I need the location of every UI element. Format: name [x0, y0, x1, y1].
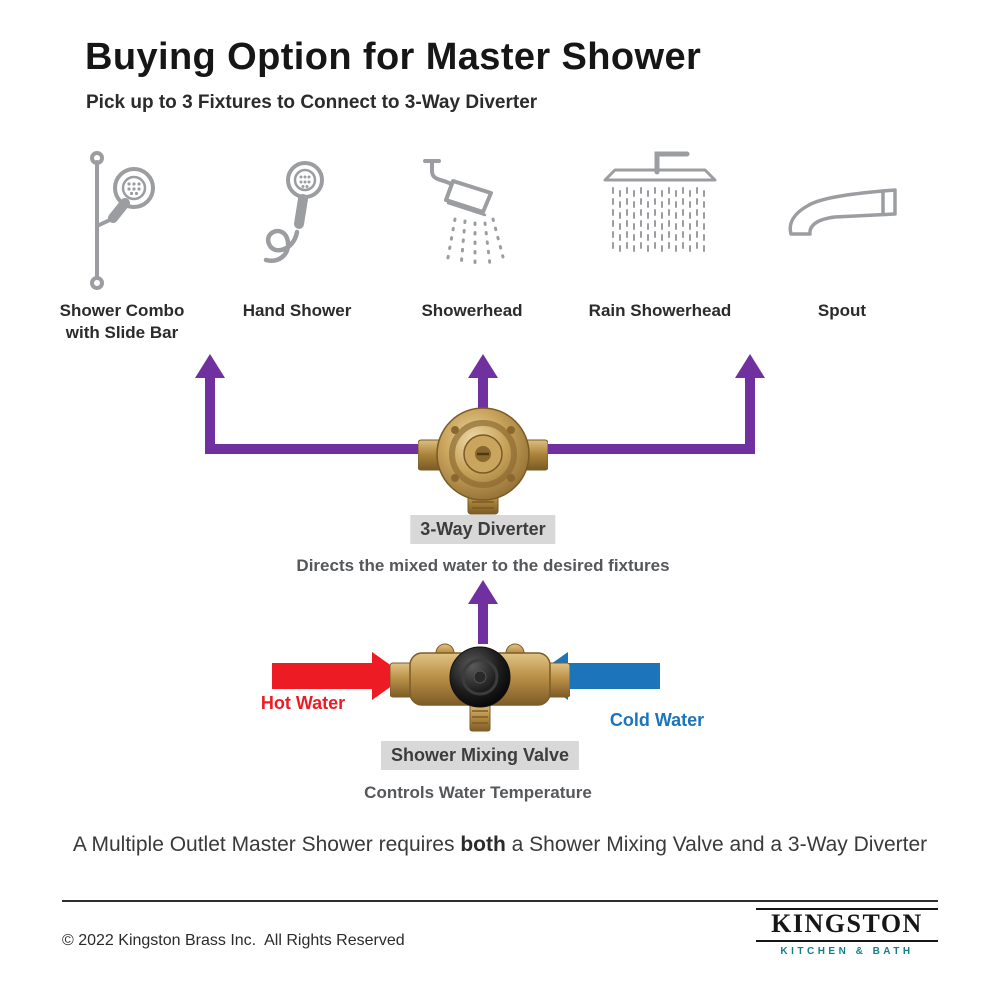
- fixture-label: Spout: [817, 301, 867, 320]
- mixing-valve-label: Shower Mixing Valve: [380, 741, 580, 770]
- brand-tagline: KITCHEN & BATH: [780, 945, 914, 957]
- arrow-up-right-shaft: [745, 376, 755, 454]
- note-pre: A Multiple Outlet Master Shower requires: [72, 833, 461, 856]
- logo-rule-bottom: [756, 939, 938, 942]
- diverter-label: 3-Way Diverter: [410, 515, 556, 544]
- spout-icon: [752, 142, 932, 300]
- fixture-showerhead: Showerhead: [382, 142, 562, 322]
- arrow-up-left-shaft: [205, 376, 215, 454]
- arrow-up-center-icon: [468, 354, 498, 378]
- fixture-shower-combo: Shower Combo with Slide Bar: [47, 142, 197, 344]
- diverter-description: Directs the mixed water to the desired f…: [296, 556, 670, 575]
- slide-bar-shower-icon: [47, 142, 197, 300]
- arrow-up-left-icon: [195, 354, 225, 378]
- logo-rule-top: [756, 908, 938, 910]
- arrow-up-mix-to-diverter-shaft: [478, 602, 488, 644]
- cold-water-arrow-shaft: [568, 663, 660, 689]
- shower-mixing-valve: [389, 615, 571, 750]
- kingston-brand-logo: KINGSTON KITCHEN & BATH: [756, 908, 938, 957]
- fixture-label: Hand Shower: [242, 301, 352, 320]
- cold-water-label: Cold Water: [609, 710, 705, 730]
- footer-divider: [62, 900, 938, 902]
- fixture-rain-showerhead: Rain Showerhead: [570, 142, 750, 322]
- showerhead-icon: [382, 142, 562, 300]
- fixture-label: Rain Showerhead: [588, 301, 732, 320]
- fixture-label: Shower Combo with Slide Bar: [59, 301, 185, 343]
- hot-water-label: Hot Water: [260, 693, 346, 713]
- three-way-diverter-valve: [417, 390, 549, 525]
- page-subtitle: Pick up to 3 Fixtures to Connect to 3-Wa…: [86, 92, 538, 113]
- mixing-valve-description: Controls Water Temperature: [364, 783, 592, 802]
- note-bold: both: [460, 833, 506, 856]
- note-post: a Shower Mixing Valve and a 3-Way Divert…: [505, 833, 928, 856]
- hand-shower-icon: [207, 142, 387, 300]
- copyright-text: © 2022 Kingston Brass Inc. All Rights Re…: [62, 932, 405, 949]
- requirement-note: A Multiple Outlet Master Shower requires…: [0, 833, 1000, 857]
- arrow-up-right-icon: [735, 354, 765, 378]
- hot-water-arrow-shaft: [272, 663, 372, 689]
- page-title: Buying Option for Master Shower: [85, 36, 702, 78]
- fixture-spout: Spout: [752, 142, 932, 322]
- fixture-label: Showerhead: [421, 301, 523, 320]
- brand-name: KINGSTON: [771, 909, 923, 938]
- fixture-hand-shower: Hand Shower: [207, 142, 387, 322]
- arrow-up-mix-to-diverter-icon: [468, 580, 498, 604]
- rain-showerhead-icon: [570, 142, 750, 300]
